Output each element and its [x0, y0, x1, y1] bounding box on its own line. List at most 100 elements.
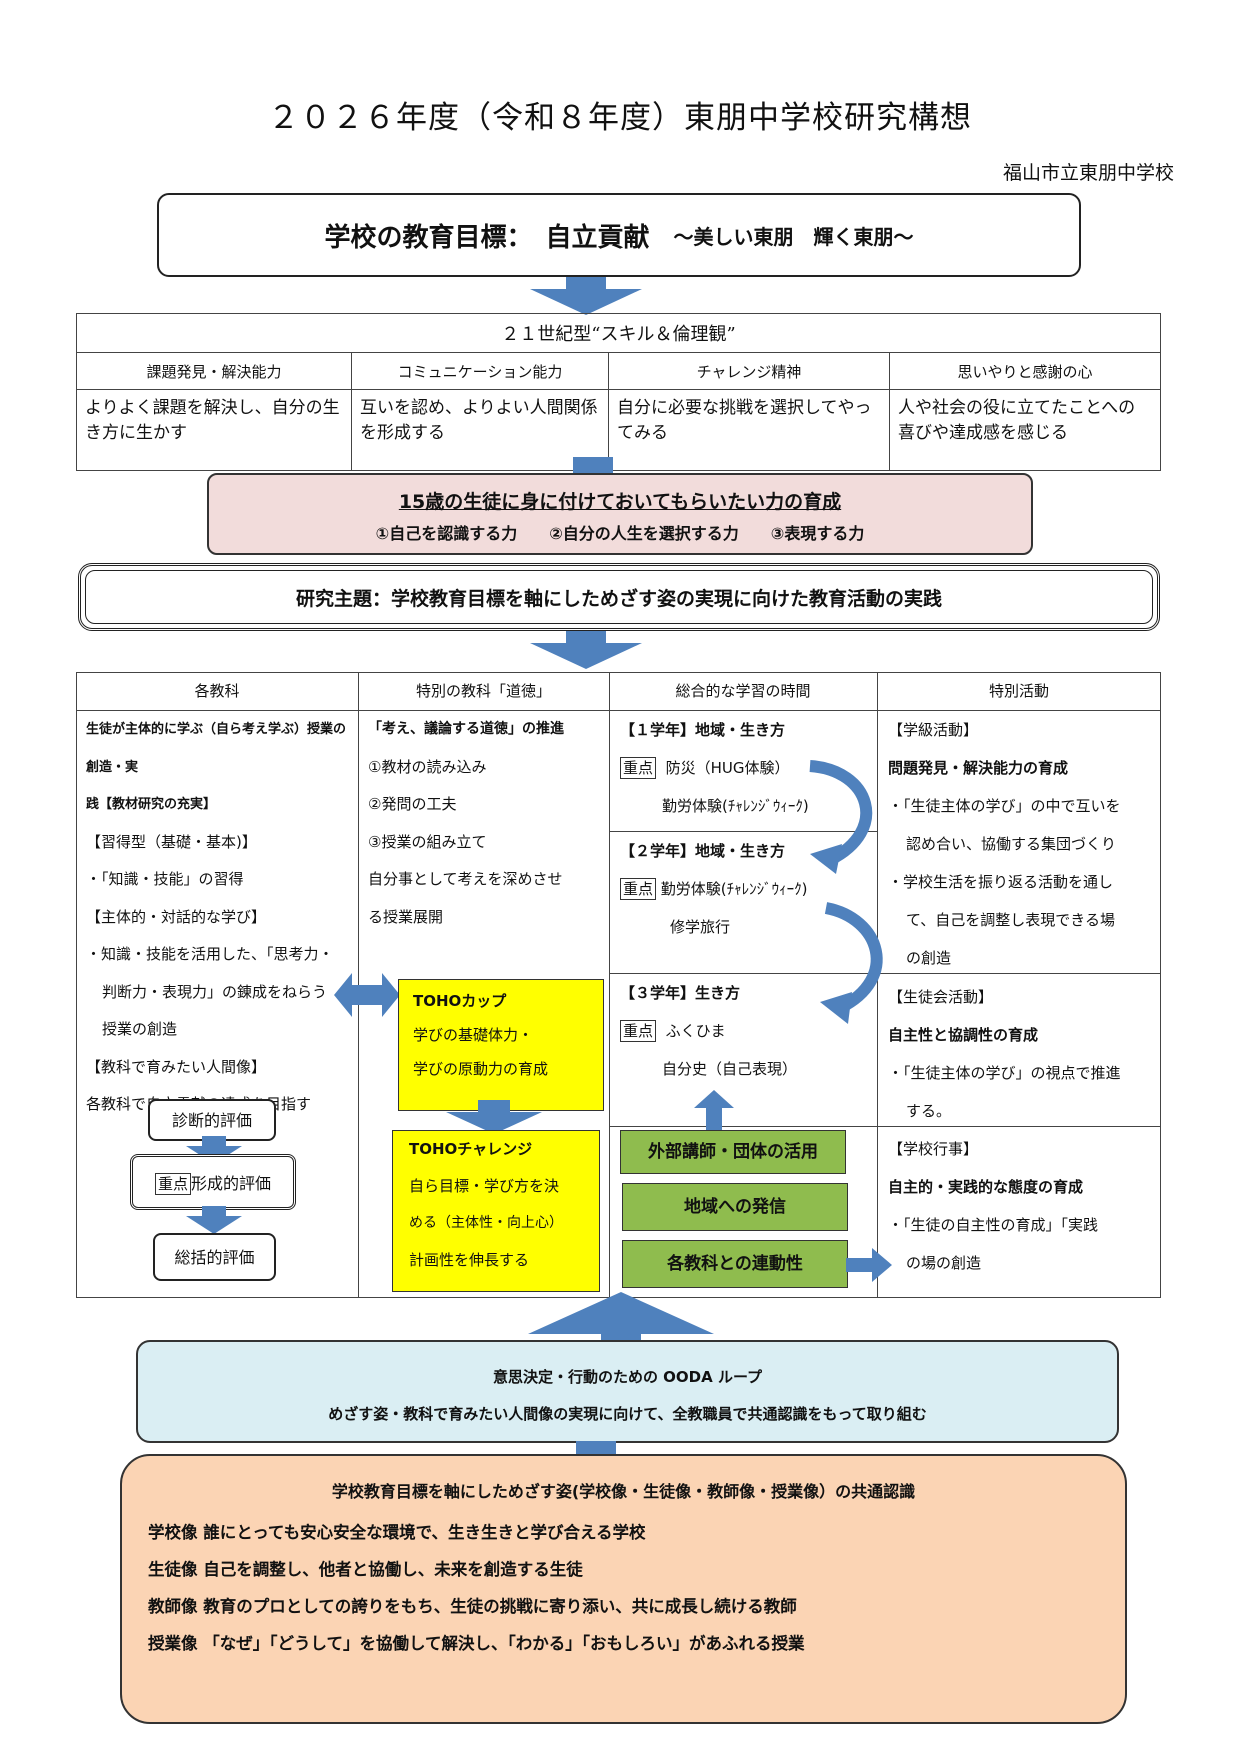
recognition-item: 生徒像 自己を調整し、他者と協働し、未来を創造する生徒 — [148, 1560, 583, 1579]
grade3-title: 【３学年】生き方 — [620, 984, 741, 1002]
tokkatsu-line: ・「生徒の自主性の育成」「実践 — [888, 1216, 1099, 1234]
kyouka-line: 判断力・表現力」の錬成をねらう — [102, 982, 328, 1001]
goal-sub: ～美しい東朋 輝く東朋～ — [673, 224, 914, 249]
doutoku-line: る授業展開 — [368, 907, 444, 926]
ooda-line2: めざす姿・教科で育みたい人間像の実現に向けて、全教職員で共通認識をもって取り組む — [328, 1405, 927, 1423]
skill-head-2: コミュニケーション能力 — [351, 352, 609, 390]
skill-body-2: 互いを認め、よりよい人間関係を形成する — [351, 389, 609, 471]
recognition-title: 学校教育目標を軸にしためざす姿(学校像・生徒像・教師像・授業像）の共通認識 — [331, 1482, 916, 1501]
down-arrow-icon — [530, 631, 642, 669]
tokkatsu-line: 自主性と協調性の育成 — [888, 1026, 1039, 1044]
connector-bar — [573, 457, 613, 475]
grade3-line: 自分史（自己表現） — [662, 1060, 798, 1078]
kyouka-line: 授業の創造 — [102, 1020, 178, 1038]
col-head-doutoku: 特別の教科「道徳」 — [415, 682, 551, 700]
eval-diagnostic: 診断的評価 — [148, 1099, 276, 1141]
research-theme: 研究主題：学校教育目標を軸にしためざす姿の実現に向けた教育活動の実践 — [295, 587, 942, 610]
grade3-line: ふくひま — [665, 1022, 726, 1040]
tokkatsu-line: 【学級活動】 — [888, 721, 979, 739]
tokkatsu-line: ・学校生活を振り返る活動を通し — [888, 873, 1114, 891]
doutoku-line: ①教材の読み込み — [368, 757, 487, 776]
grade2-line: 修学旅行 — [670, 918, 731, 936]
skill-head-3: チャレンジ精神 — [608, 352, 890, 390]
doutoku-line: ③授業の組み立て — [368, 832, 487, 851]
right-arrow-icon — [846, 1248, 892, 1282]
research-theme-box: 研究主題：学校教育目標を軸にしためざす姿の実現に向けた教育活動の実践 — [78, 563, 1160, 631]
grade2-line: 勤労体験(ﾁｬﾚﾝｼﾞｳｨｰｸ) — [660, 880, 808, 898]
kyouka-line: 【教科で育みたい人間像】 — [86, 1057, 267, 1076]
tokkatsu-a: 【学級活動】 問題発見・解決能力の育成 ・「生徒主体の学び」の中で互いを 認め合… — [888, 711, 1156, 977]
skill-head-4: 思いやりと感謝の心 — [889, 352, 1161, 390]
col-head-kyouka: 各教科 — [194, 682, 240, 700]
grade1-line: 防災（HUG体験） — [665, 759, 790, 777]
education-goal-box: 学校の教育目標： 自立貢献 ～美しい東朋 輝く東朋～ — [157, 193, 1081, 277]
page-title: ２０２６年度（令和８年度）東朋中学校研究構想 — [268, 100, 972, 136]
skill-body-4: 人や社会の役に立てたことへの喜びや達成感を感じる — [889, 389, 1161, 471]
double-arrow-icon — [334, 973, 400, 1017]
kyouka-line: ・「知識・技能」の習得 — [86, 870, 244, 888]
ooda-box: 意思決定・行動のための OODA ループ めざす姿・教科で育みたい人間像の実現に… — [136, 1340, 1119, 1443]
doutoku-content: 「考え、議論する道徳」の推進 ①教材の読み込み ②発問の工夫 ③授業の組み立て … — [368, 711, 604, 936]
eval-formative: 重点形成的評価 — [130, 1154, 296, 1210]
toho-challenge-line: 計画性を伸長する — [409, 1251, 530, 1269]
skill-body-3: 自分に必要な挑戦を選択してやってみる — [608, 389, 890, 471]
sougou-grade1: 【１学年】地域・生き方 重点 防災（HUG体験） 勤労体験(ﾁｬﾚﾝｼﾞｳｨｰｸ… — [620, 711, 870, 825]
toho-challenge-title: TOHOチャレンジ — [409, 1140, 533, 1158]
toho-challenge-line: 自ら目標・学び方を決 — [409, 1177, 560, 1195]
tokkatsu-line: 【生徒会活動】 — [888, 988, 994, 1006]
goal-main: 学校の教育目標： 自立貢献 — [324, 222, 650, 253]
recognition-item: 学校像 誰にとっても安心安全な環境で、生き生きと学び合える学校 — [148, 1523, 646, 1542]
jyuten-badge: 重点 — [620, 878, 657, 900]
toho-cup-title: TOHOカップ — [413, 992, 507, 1010]
grade1-line: 勤労体験(ﾁｬﾚﾝｼﾞｳｨｰｸ) — [662, 797, 809, 815]
skill-head-1: 課題発見・解決能力 — [76, 352, 352, 390]
eval-formative-label: 形成的評価 — [191, 1174, 272, 1193]
tokkatsu-line: の場の創造 — [906, 1254, 982, 1272]
kyouka-line: 生徒が主体的に学ぶ（自ら考え学ぶ）授業の創造・実 — [86, 722, 347, 775]
toho-challenge-box: TOHOチャレンジ 自ら目標・学び方を決 める（主体性・向上心） 計画性を伸長す… — [392, 1130, 600, 1292]
sougou-grade2: 【２学年】地域・生き方 重点 勤労体験(ﾁｬﾚﾝｼﾞｳｨｰｸ) 修学旅行 — [620, 832, 870, 946]
jyuten-badge: 重点 — [620, 757, 657, 779]
curved-arrow-icon — [820, 902, 883, 1024]
toho-cup-line: 学びの基礎体力・ — [413, 1026, 534, 1044]
down-arrow-icon — [530, 277, 642, 315]
up-arrow-icon — [528, 1292, 714, 1344]
doutoku-line: 自分事として考えを深めさせ — [368, 870, 563, 888]
sougou-grade3: 【３学年】生き方 重点 ふくひま 自分史（自己表現） — [620, 974, 870, 1088]
school-name: 福山市立東朋中学校 — [1002, 162, 1174, 184]
tokkatsu-c: 【学校行事】 自主的・実践的な態度の育成 ・「生徒の自主性の育成」「実践 の場の… — [888, 1130, 1156, 1282]
recognition-item: 授業像 「なぜ」「どうして」を協働して解決し、「わかる」「おもしろい」があふれる… — [148, 1634, 805, 1653]
tokkatsu-line: 自主的・実践的な態度の育成 — [888, 1178, 1084, 1196]
toho-cup-box: TOHOカップ 学びの基礎体力・ 学びの原動力の育成 — [398, 979, 604, 1111]
green-box-linkage: 各教科との連動性 — [622, 1240, 848, 1288]
doutoku-line: 「考え、議論する道徳」の推進 — [368, 721, 564, 737]
tokkatsu-line: 問題発見・解決能力の育成 — [888, 759, 1069, 777]
tokkatsu-line: する。 — [906, 1102, 952, 1120]
power-line1: 15歳の生徒に身に付けておいてもらいたい力の育成 — [398, 491, 842, 513]
toho-cup-line: 学びの原動力の育成 — [413, 1060, 549, 1078]
jyuten-badge: 重点 — [620, 1020, 657, 1042]
kyouka-line: 【習得型（基礎・基本)】 — [86, 832, 257, 851]
jyuten-badge: 重点 — [154, 1173, 191, 1195]
skills-title: ２１世紀型“スキル＆倫理観” — [76, 313, 1161, 353]
green-box-external: 外部講師・団体の活用 — [620, 1130, 846, 1174]
down-arrow-icon — [446, 1100, 542, 1134]
recognition-item: 教師像 教育のプロとしての誇りをもち、生徒の挑戦に寄り添い、共に成長し続ける教師 — [148, 1597, 797, 1616]
recognition-box: 学校教育目標を軸にしためざす姿(学校像・生徒像・教師像・授業像）の共通認識 学校… — [120, 1454, 1127, 1724]
tokkatsu-line: 認め合い、協働する集団づくり — [906, 835, 1117, 853]
green-box-region: 地域への発信 — [622, 1183, 848, 1231]
skill-body-1: よりよく課題を解決し、自分の生き方に生かす — [76, 389, 352, 471]
connector-bar — [576, 1441, 616, 1455]
grade1-title: 【１学年】地域・生き方 — [620, 721, 786, 739]
ooda-line1: 意思決定・行動のための OODA ループ — [492, 1368, 763, 1386]
power-box: 15歳の生徒に身に付けておいてもらいたい力の育成 ①自己を認識する力 ②自分の人… — [207, 473, 1033, 555]
tokkatsu-b: 【生徒会活動】 自主性と協調性の育成 ・「生徒主体の学び」の視点で推進 する。 — [888, 978, 1156, 1130]
tokkatsu-line: て、自己を調整し表現できる場 — [906, 911, 1115, 929]
eval-summative: 総括的評価 — [153, 1233, 276, 1281]
tokkatsu-line: の創造 — [906, 949, 952, 967]
skills-table: ２１世紀型“スキル＆倫理観” 課題発見・解決能力 コミュニケーション能力 チャレ… — [76, 313, 1161, 471]
kyouka-line: 践【教材研究の充実】 — [86, 797, 217, 812]
toho-challenge-line: める（主体性・向上心） — [409, 1215, 563, 1231]
tokkatsu-line: 【学校行事】 — [888, 1140, 979, 1158]
doutoku-line: ②発問の工夫 — [368, 795, 457, 813]
